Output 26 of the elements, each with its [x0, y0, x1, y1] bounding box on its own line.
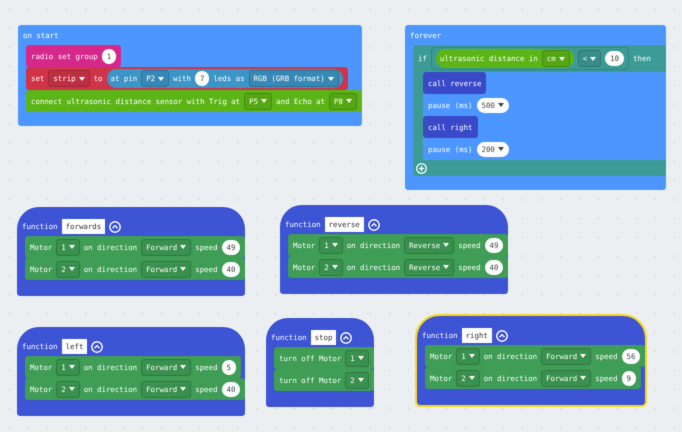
code-block: [25, 258, 246, 280]
code-block: [423, 72, 486, 94]
code-block: [423, 116, 478, 138]
event-block: [405, 25, 666, 190]
code-block: [274, 347, 374, 369]
code-block: [274, 369, 374, 391]
function-block: [17, 327, 246, 416]
code-block: [425, 345, 646, 367]
function-block: [17, 207, 246, 296]
code-block: [26, 67, 348, 90]
function-block: [417, 316, 646, 405]
code-block: [26, 45, 122, 67]
code-block: [25, 378, 246, 400]
event-block: [18, 25, 362, 126]
reporter-block: [106, 69, 343, 88]
if-block: [413, 45, 666, 176]
code-block: [288, 234, 508, 256]
code-block: [25, 356, 241, 378]
comparison-block: [430, 47, 630, 70]
code-block: [25, 236, 246, 258]
reporter-block: [436, 49, 574, 68]
code-block: [425, 367, 641, 389]
code-block: [288, 256, 508, 278]
code-block: [26, 90, 362, 112]
function-block: [266, 318, 374, 407]
function-block: [280, 205, 508, 294]
